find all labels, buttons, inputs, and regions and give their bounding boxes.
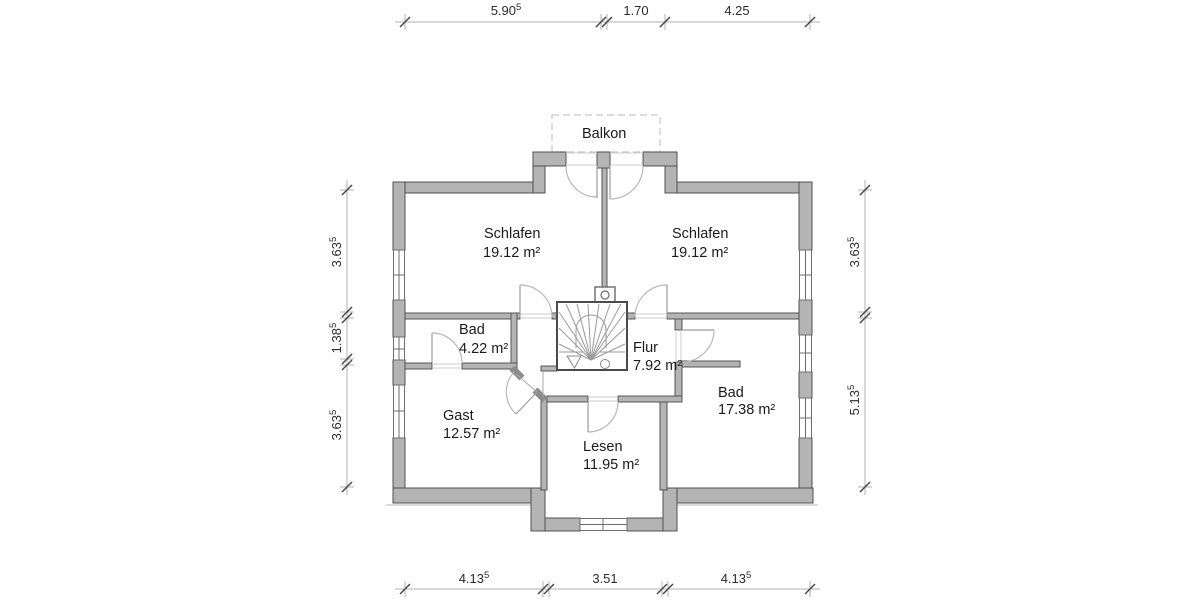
window-right-bath-1: [799, 334, 812, 373]
room-area-schlafen-left: 19.12 m²: [483, 245, 540, 261]
stair-direction-arrow: [566, 355, 582, 369]
room-area-schlafen-right: 19.12 m²: [671, 245, 728, 261]
room-area-lesen: 11.95 m²: [583, 457, 639, 473]
room-area-flur: 7.92 m²: [633, 358, 682, 374]
exterior-walls: [392, 151, 814, 532]
room-name-gast: Gast: [443, 408, 474, 424]
balcony-mullion: [596, 151, 611, 169]
room-area-gast: 12.57 m²: [443, 426, 500, 442]
balcony: Balkon: [551, 114, 661, 153]
room-name-schlafen-right: Schlafen: [672, 226, 728, 242]
window-left-bedroom: [393, 249, 405, 301]
window-left-guest: [393, 384, 405, 439]
window-left-bath: [393, 336, 405, 361]
door-bedroom-left: [519, 284, 553, 319]
door-guest-diagonal: [505, 371, 538, 415]
room-area-bad-upper: 4.22 m²: [459, 341, 508, 357]
room-name-bad-right: Bad: [718, 385, 744, 401]
bedroom-partition-wall: [601, 167, 608, 288]
dim-left-1: 3.635: [328, 237, 344, 268]
dim-right-2: 5.135: [846, 385, 862, 416]
window-right-bedroom: [799, 249, 812, 301]
balcony-label: Balkon: [582, 126, 626, 142]
dim-top-1: 5.905: [491, 2, 522, 18]
stair-treads: [558, 303, 626, 361]
window-reading-bay: [579, 518, 628, 531]
room-name-bad-upper: Bad: [459, 322, 485, 338]
dim-left-3: 3.635: [328, 410, 344, 441]
dim-bottom-3: 4.135: [721, 570, 752, 586]
dimension-chain-left: 3.635 1.385 3.635: [328, 180, 354, 495]
doors: [431, 152, 715, 433]
dimension-chain-right: 3.635 5.135: [846, 180, 872, 495]
stair-post-symbol: [600, 359, 610, 369]
balcony-door-right: [609, 152, 644, 200]
dim-top-3: 4.25: [724, 3, 749, 18]
room-name-flur: Flur: [633, 340, 658, 356]
dim-bottom-2: 3.51: [592, 571, 617, 586]
bath-partition-stub: [681, 360, 741, 368]
room-labels: Schlafen 19.12 m² Schlafen 19.12 m² Bad …: [443, 226, 775, 473]
chimney-symbol: [594, 286, 616, 304]
dimension-chain-top: 5.905 1.70 4.25: [395, 2, 820, 30]
window-right-bath-2: [799, 397, 812, 439]
door-bedroom-right: [634, 284, 668, 319]
staircase: [556, 301, 628, 371]
door-reading-room: [587, 396, 619, 433]
door-bath-upper: [431, 332, 463, 369]
dim-left-2: 1.385: [328, 323, 344, 354]
diagonal-wall-upper: [509, 365, 525, 381]
dimension-chain-bottom: 4.135 3.51 4.135: [395, 570, 820, 597]
room-name-lesen: Lesen: [583, 439, 623, 455]
dim-bottom-1: 4.135: [459, 570, 490, 586]
windows: [393, 249, 812, 531]
room-area-bad-right: 17.38 m²: [718, 402, 775, 418]
dim-right-1: 3.635: [846, 237, 862, 268]
balcony-door-left: [565, 152, 598, 198]
room-name-schlafen-left: Schlafen: [484, 226, 540, 242]
door-bath-right: [675, 329, 715, 363]
dim-top-2: 1.70: [623, 3, 648, 18]
